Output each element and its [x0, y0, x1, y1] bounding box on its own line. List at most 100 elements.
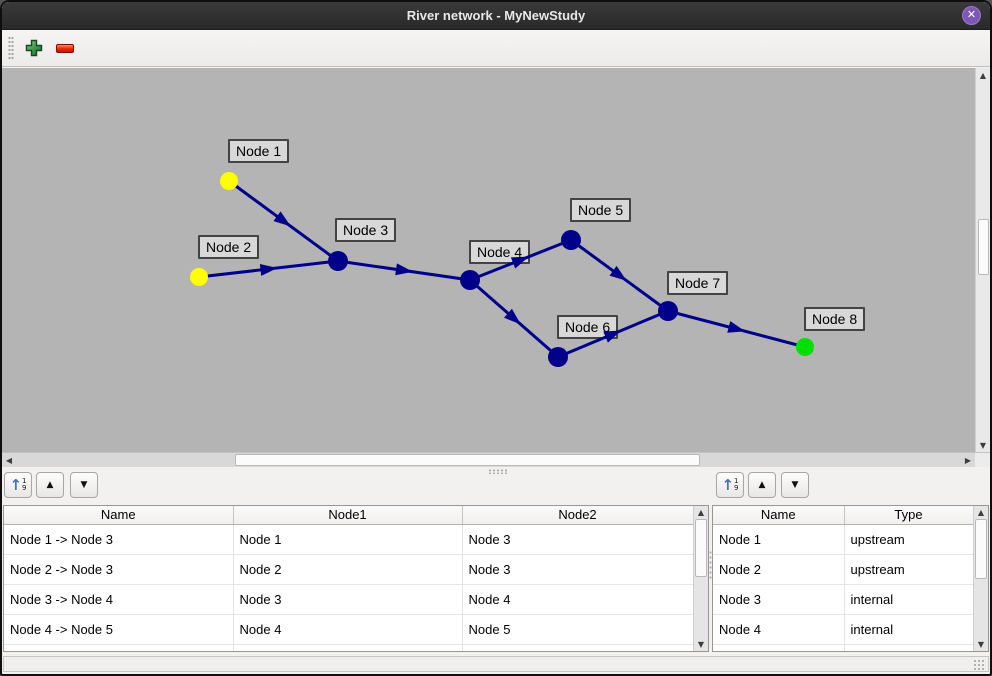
arrowhead-icon	[727, 321, 746, 333]
scroll-up-button[interactable]: ▲	[697, 508, 705, 517]
canvas-hscrollbar[interactable]: ◀ ▶	[2, 452, 975, 467]
table-cell[interactable]	[843, 643, 973, 651]
node-8-label[interactable]: Node 8	[804, 307, 866, 331]
scroll-down-button[interactable]: ▼	[977, 640, 985, 649]
table-cell[interactable]	[4, 643, 234, 651]
table-cell[interactable]: Node 1	[713, 523, 845, 555]
scroll-up-button[interactable]: ▲	[979, 70, 987, 80]
node-4-label[interactable]: Node 4	[469, 240, 531, 264]
scroll-down-button[interactable]: ▼	[697, 640, 705, 649]
table-cell[interactable]	[232, 643, 463, 651]
titlebar[interactable]: River network - MyNewStudy ✕	[2, 2, 990, 30]
nodes-move-down-button[interactable]: ▼	[781, 472, 809, 498]
branches-table-vscrollbar[interactable]: ▲ ▼	[693, 506, 708, 651]
table-cell[interactable]: Node 2 -> Node 3	[4, 553, 234, 585]
table-cell[interactable]: internal	[843, 613, 973, 645]
table-cell[interactable]: Node 1 -> Node 3	[4, 523, 234, 555]
table-cell[interactable]	[713, 643, 845, 651]
add-branch-button[interactable]	[19, 33, 49, 63]
arrowhead-icon	[609, 265, 627, 281]
node-5[interactable]	[561, 230, 581, 250]
table-cell[interactable]: Node 3	[461, 523, 693, 555]
table-cell[interactable]: Node 4	[232, 613, 463, 645]
column-header-node2[interactable]: Node2	[462, 506, 694, 525]
toolbar-drag-handle[interactable]	[8, 36, 14, 61]
table-cell[interactable]: Node 5	[461, 613, 693, 645]
pane-splitter-handle[interactable]	[709, 550, 714, 580]
table-cell[interactable]: upstream	[843, 523, 973, 555]
down-triangle-icon: ▼	[80, 480, 88, 490]
table-cell[interactable]: internal	[843, 583, 973, 615]
column-header-type[interactable]: Type	[844, 506, 974, 525]
node-4[interactable]	[460, 270, 480, 290]
table-row[interactable]	[4, 643, 693, 651]
branches-move-down-button[interactable]: ▼	[70, 472, 98, 498]
canvas-vscrollbar[interactable]: ▲ ▼	[975, 68, 990, 452]
table-cell[interactable]: Node 3	[232, 583, 463, 615]
window-resize-grip[interactable]	[973, 659, 985, 670]
scroll-left-button[interactable]: ◀	[5, 455, 13, 465]
node-5-label[interactable]: Node 5	[570, 198, 632, 222]
network-svg	[190, 172, 814, 367]
column-header-name[interactable]: Name	[4, 506, 234, 525]
table-cell[interactable]: Node 2	[232, 553, 463, 585]
node-8[interactable]	[796, 338, 814, 356]
nodes-move-up-button[interactable]: ▲	[748, 472, 776, 498]
table-cell[interactable]: upstream	[843, 553, 973, 585]
table-cell[interactable]: Node 3	[461, 553, 693, 585]
node-1-label[interactable]: Node 1	[228, 139, 290, 163]
table-row[interactable]	[713, 643, 973, 651]
branches-move-up-button[interactable]: ▲	[36, 472, 64, 498]
scroll-down-button[interactable]: ▼	[979, 440, 987, 450]
node-1[interactable]	[220, 172, 238, 190]
table-cell[interactable]: Node 4 -> Node 5	[4, 613, 234, 645]
node-7-label[interactable]: Node 7	[667, 271, 729, 295]
close-button[interactable]: ✕	[962, 6, 981, 25]
scroll-up-button[interactable]: ▲	[977, 508, 985, 517]
arrowhead-icon	[504, 308, 521, 325]
node-3-label[interactable]: Node 3	[335, 218, 397, 242]
scroll-right-button[interactable]: ▶	[964, 455, 972, 465]
hscrollbar-thumb[interactable]	[235, 454, 700, 466]
table-cell[interactable]	[461, 643, 693, 651]
table-cell[interactable]: Node 4	[461, 583, 693, 615]
column-header-node1[interactable]: Node1	[233, 506, 463, 525]
table-cell[interactable]: Node 3	[713, 583, 845, 615]
remove-branch-button[interactable]	[50, 33, 80, 63]
node-6[interactable]	[548, 347, 568, 367]
table-cell[interactable]: Node 1	[232, 523, 463, 555]
column-header-name[interactable]: Name	[713, 506, 845, 525]
node-2[interactable]	[190, 268, 208, 286]
table-cell[interactable]: Node 4	[713, 613, 845, 645]
arrowhead-icon	[510, 256, 529, 269]
scrollbar-corner	[975, 452, 990, 467]
vscrollbar-thumb[interactable]	[978, 219, 989, 275]
node-3[interactable]	[328, 251, 348, 271]
table-cell[interactable]: Node 2	[713, 553, 845, 585]
node-2-label[interactable]: Node 2	[198, 235, 260, 259]
nodes-table-vscrollbar[interactable]: ▲ ▼	[973, 506, 988, 651]
vscrollbar-thumb[interactable]	[975, 519, 987, 579]
paned-resize-handle[interactable]	[488, 469, 508, 474]
node-7[interactable]	[658, 301, 678, 321]
table-cell[interactable]: Node 3 -> Node 4	[4, 583, 234, 615]
vscrollbar-thumb[interactable]	[695, 519, 707, 577]
